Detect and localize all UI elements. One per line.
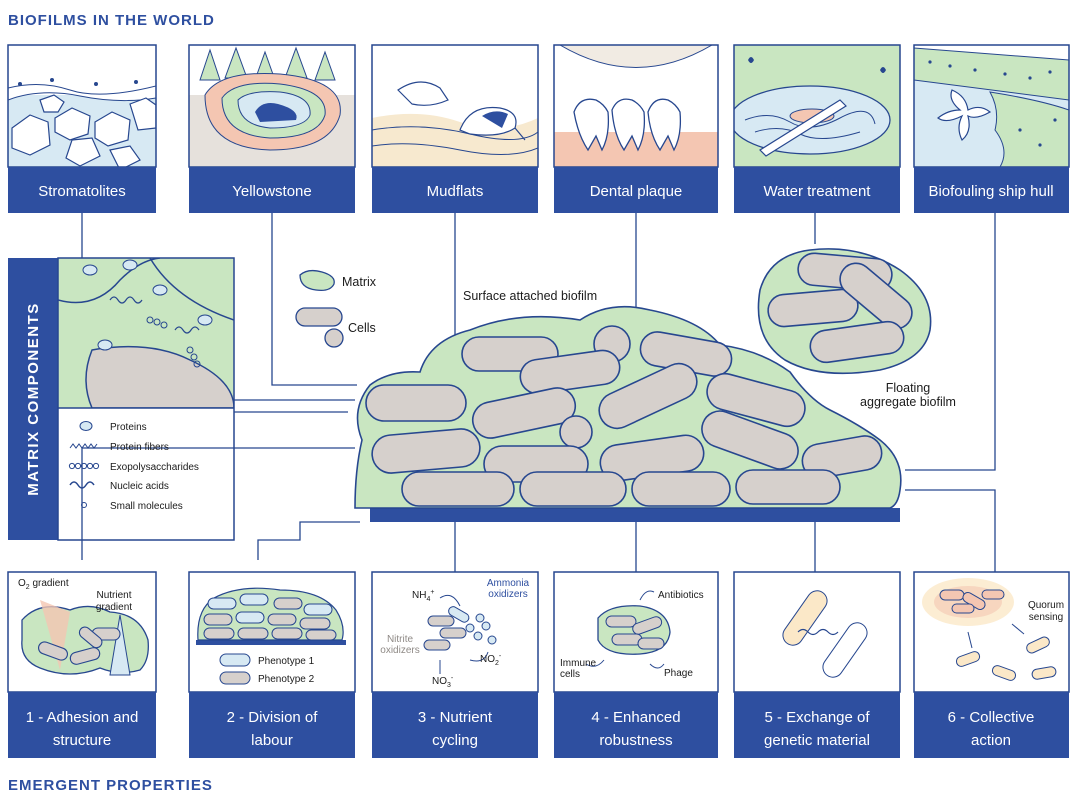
p3-no2-sub: 2	[495, 660, 499, 667]
svg-text:O2 gradient: O2 gradient	[18, 578, 69, 591]
property-1-line1: 1 - Adhesion and	[26, 709, 139, 726]
property-2-line1: 2 - Division of	[227, 709, 319, 726]
cell-sphere-swatch	[324, 328, 344, 348]
p2-phenotype-1: Phenotype 1	[258, 656, 315, 667]
p3-no3-sub: 3	[447, 682, 451, 689]
phenotype-2-swatch	[219, 671, 251, 685]
matrix-components-panel: MATRIX COMPONENTS	[8, 257, 235, 541]
exopolysaccharides-icon	[68, 462, 100, 470]
panel-stromatolites: Stromatolites	[7, 44, 157, 213]
dna-transfer-icon	[797, 628, 839, 636]
property-5-line1: 5 - Exchange of	[764, 709, 870, 726]
p1-o2-sub: 2	[26, 584, 30, 591]
panel-water-treatment: Water treatment	[733, 44, 901, 213]
panel-yellowstone: Yellowstone	[188, 44, 356, 213]
matrix-cells-legend: Matrix Cells	[295, 269, 377, 348]
property-6-line2: action	[971, 732, 1011, 749]
phenotype-1-swatch	[219, 653, 251, 667]
property-1-line2: structure	[53, 732, 111, 749]
matrix-swatch	[299, 269, 335, 292]
property-6-line1: 6 - Collective	[948, 709, 1035, 726]
p3-nitrite-line1: Nitrite	[387, 634, 414, 645]
p4-antibiotics: Antibiotics	[658, 590, 704, 601]
floating-label-line1: Floating	[886, 381, 931, 395]
panel-mudflats: Mudflats	[371, 44, 539, 213]
matrix-components-title: MATRIX COMPONENTS	[25, 302, 42, 496]
property-3-line2: cycling	[432, 732, 478, 749]
legend-small-molecules: Small molecules	[110, 501, 183, 512]
property-3-line1: 3 - Nutrient	[418, 709, 493, 726]
legend-protein-fibers: Protein fibers	[110, 442, 169, 453]
p3-no2-sup: -	[499, 653, 502, 660]
p3-ammonia-line2: oxidizers	[488, 589, 527, 600]
property-exchange-of-genetic-material: 5 - Exchange of genetic material	[733, 571, 901, 758]
p1-o2-label: O	[18, 578, 26, 589]
p1-nutrient-line1: Nutrient	[96, 590, 131, 601]
property-division-of-labour: Phenotype 1 Phenotype 2 2 - Division of …	[188, 571, 356, 758]
header-biofilms-in-the-world: BIOFILMS IN THE WORLD	[8, 12, 215, 29]
panel-label-stromatolites: Stromatolites	[38, 183, 126, 200]
p3-nh4-sup: +	[430, 589, 434, 596]
p6-quorum-line1: Quorum	[1028, 600, 1064, 611]
p3-nh4-sub: 4	[426, 596, 430, 603]
panel-biofouling-ship-hull: Biofouling ship hull	[913, 44, 1070, 213]
property-2-line2: labour	[251, 732, 293, 749]
svg-text:NO2-: NO2-	[480, 653, 502, 667]
panel-label-mudflats: Mudflats	[427, 183, 484, 200]
p6-quorum-line2: sensing	[1029, 612, 1063, 623]
property-collective-action: Quorum sensing 6 - Collective action	[913, 571, 1070, 758]
panel-label-yellowstone: Yellowstone	[232, 183, 312, 200]
floating-aggregate-biofilm: Floating aggregate biofilm	[757, 248, 956, 409]
property-adhesion-and-structure: O2 gradient Nutrient gradient 1 - Adhesi…	[7, 571, 157, 758]
surface-attached-biofilm	[354, 305, 902, 522]
floating-label-line2: aggregate biofilm	[860, 395, 956, 409]
legend-proteins: Proteins	[110, 422, 147, 433]
property-5-line2: genetic material	[764, 732, 870, 749]
panel-label-water-treatment: Water treatment	[764, 183, 872, 200]
nucleic-acids-icon	[69, 481, 95, 489]
legend-matrix-label: Matrix	[342, 275, 377, 289]
p3-nh4: NH	[412, 590, 426, 601]
p2-phenotype-2: Phenotype 2	[258, 674, 315, 685]
cell-rod-swatch	[295, 307, 343, 327]
property-4-line2: robustness	[599, 732, 672, 749]
surface-attached-biofilm-label: Surface attached biofilm	[463, 289, 597, 303]
svg-text:NO3-: NO3-	[432, 675, 454, 689]
substrate-surface	[370, 508, 900, 522]
panel-dental-plaque: Dental plaque	[553, 44, 719, 213]
panel-label-biofouling-ship-hull: Biofouling ship hull	[928, 183, 1053, 200]
legend-exopolysaccharides: Exopolysaccharides	[110, 462, 199, 473]
connector-lines	[81, 213, 996, 572]
legend-nucleic-acids: Nucleic acids	[110, 481, 169, 492]
p1-nutrient-line2: gradient	[96, 602, 132, 613]
property-nutrient-cycling: NH4+ Ammonia oxidizers Nitrite oxidizers…	[371, 571, 539, 758]
svg-text:NH4+: NH4+	[412, 589, 434, 603]
header-emergent-properties: EMERGENT PROPERTIES	[8, 777, 213, 794]
p4-phage: Phage	[664, 668, 693, 679]
p3-no3-sup: -	[451, 675, 454, 682]
p3-nitrite-line2: oxidizers	[380, 645, 419, 656]
p3-no2: NO	[480, 654, 495, 665]
property-enhanced-robustness: Antibiotics Immune cells Phage 4 - Enhan…	[553, 571, 719, 758]
proteins-icon	[79, 421, 93, 431]
legend-cells-label: Cells	[348, 321, 376, 335]
small-molecules-icon	[81, 502, 87, 508]
p4-immune-line2: cells	[560, 669, 580, 680]
p3-no3: NO	[432, 676, 447, 687]
p1-o2-rest: gradient	[30, 578, 69, 589]
property-4-line1: 4 - Enhanced	[591, 709, 680, 726]
panel-label-dental-plaque: Dental plaque	[590, 183, 683, 200]
protein-fibers-icon	[69, 443, 98, 449]
p4-immune-line1: Immune	[560, 658, 597, 669]
p3-ammonia-line1: Ammonia	[487, 578, 530, 589]
